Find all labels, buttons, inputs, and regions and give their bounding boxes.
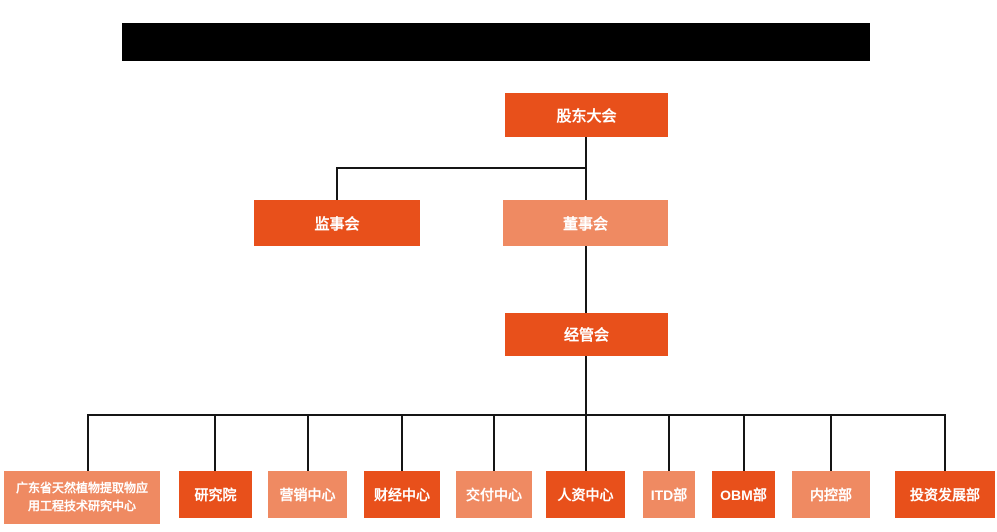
- connector-branch-horizontal: [336, 167, 587, 169]
- connector-dept-drop-7: [668, 416, 670, 471]
- org-node-supervisory-board: 监事会: [254, 200, 420, 246]
- dept-label: 广东省天然植物提取物应用工程技术研究中心: [15, 481, 148, 513]
- org-node-itd-department: ITD部: [643, 471, 695, 518]
- org-node-research-center: 广东省天然植物提取物应用工程技术研究中心: [4, 471, 160, 524]
- connector-dept-drop-8: [743, 416, 745, 471]
- org-node-management-committee: 经管会: [505, 313, 668, 356]
- org-node-marketing-center: 营销中心: [268, 471, 347, 518]
- connector-dept-drop-5: [493, 416, 495, 471]
- connector-dept-drop-3: [307, 416, 309, 471]
- org-node-hr-center: 人资中心: [546, 471, 625, 518]
- redacted-title-bar: [122, 23, 870, 61]
- connector-dept-drop-6: [585, 416, 587, 471]
- org-node-obm-department: OBM部: [712, 471, 775, 518]
- org-node-investment-development-department: 投资发展部: [895, 471, 995, 518]
- connector-dept-drop-1: [87, 416, 89, 471]
- org-node-delivery-center: 交付中心: [456, 471, 532, 518]
- connector-supervisory-drop: [336, 167, 338, 200]
- org-node-shareholders-meeting: 股东大会: [505, 93, 668, 137]
- connector-dept-drop-9: [830, 416, 832, 471]
- connector-board-to-management: [585, 246, 587, 313]
- connector-management-drop: [585, 356, 587, 416]
- connector-departments-bus: [87, 414, 946, 416]
- connector-dept-drop-10: [944, 416, 946, 471]
- org-node-research-institute: 研究院: [179, 471, 252, 518]
- org-node-internal-control-department: 内控部: [792, 471, 870, 518]
- org-node-board-of-directors: 董事会: [503, 200, 668, 246]
- connector-dept-drop-4: [401, 416, 403, 471]
- org-node-finance-center: 财经中心: [364, 471, 440, 518]
- connector-dept-drop-2: [214, 416, 216, 471]
